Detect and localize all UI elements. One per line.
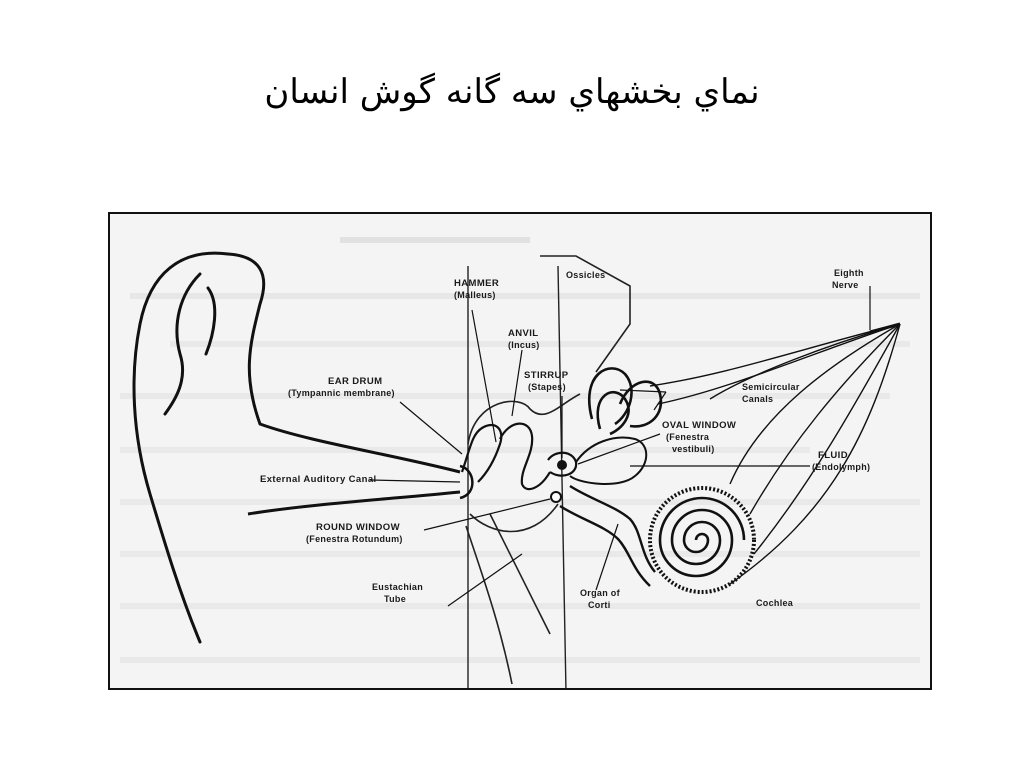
label-eustachian-2: Tube bbox=[384, 594, 406, 604]
pinna-outline bbox=[132, 251, 266, 644]
label-organ-corti-1: Organ of bbox=[580, 588, 621, 598]
label-fluid-sub: (Endolymph) bbox=[812, 462, 870, 472]
label-eighth-nerve-1: Eighth bbox=[834, 268, 864, 278]
bleed-through-text bbox=[110, 214, 930, 688]
label-round-window-sub: (Fenestra Rotundum) bbox=[306, 534, 403, 544]
label-oval-window-sub2: vestibuli) bbox=[672, 444, 715, 454]
ossicles-group bbox=[460, 422, 578, 503]
label-round-window: ROUND WINDOW bbox=[316, 522, 400, 533]
label-oval-window: OVAL WINDOW bbox=[662, 420, 736, 431]
label-stirrup-sub: (Stapes) bbox=[528, 382, 566, 392]
cochlear-duct bbox=[559, 484, 656, 587]
diagram-labels: HAMMER (Malleus) Ossicles Eighth Nerve A… bbox=[260, 268, 870, 610]
label-cochlea: Cochlea bbox=[756, 598, 794, 608]
label-ear-drum: EAR DRUM bbox=[328, 376, 382, 387]
label-ear-drum-sub: (Tympannic membrane) bbox=[288, 388, 395, 398]
anvil-shape bbox=[499, 422, 551, 491]
external-auditory-canal bbox=[247, 422, 461, 516]
eighth-nerve-fibers bbox=[649, 322, 901, 585]
label-leader-lines bbox=[369, 286, 871, 607]
ear-anatomy-diagram: HAMMER (Malleus) Ossicles Eighth Nerve A… bbox=[110, 214, 930, 688]
label-ossicles: Ossicles bbox=[566, 270, 605, 280]
hammer-shape bbox=[460, 423, 503, 483]
vestibule-shape bbox=[569, 436, 648, 485]
label-hammer: HAMMER bbox=[454, 278, 499, 289]
ear-anatomy-figure: HAMMER (Malleus) Ossicles Eighth Nerve A… bbox=[108, 212, 932, 690]
label-semicircular-2: Canals bbox=[742, 394, 773, 404]
label-stirrup: STIRRUP bbox=[524, 370, 569, 381]
label-external-canal: External Auditory Canal bbox=[260, 474, 377, 485]
division-lines bbox=[467, 265, 567, 688]
semicircular-canals bbox=[587, 367, 663, 436]
label-semicircular-1: Semicircular bbox=[742, 382, 800, 392]
label-eustachian-1: Eustachian bbox=[372, 582, 423, 592]
label-anvil-sub: (Incus) bbox=[508, 340, 540, 350]
label-oval-window-sub1: (Fenestra bbox=[666, 432, 710, 442]
middle-inner-divider bbox=[557, 265, 567, 688]
label-anvil: ANVIL bbox=[508, 328, 539, 339]
label-hammer-sub: (Malleus) bbox=[454, 290, 496, 300]
label-fluid: FLUID bbox=[818, 450, 848, 461]
cochlea-spiral bbox=[648, 486, 756, 594]
label-organ-corti-2: Corti bbox=[588, 600, 611, 610]
label-eighth-nerve-2: Nerve bbox=[832, 280, 859, 290]
slide-title: نماي بخشهاي سه گانه گوش انسان bbox=[264, 72, 760, 112]
